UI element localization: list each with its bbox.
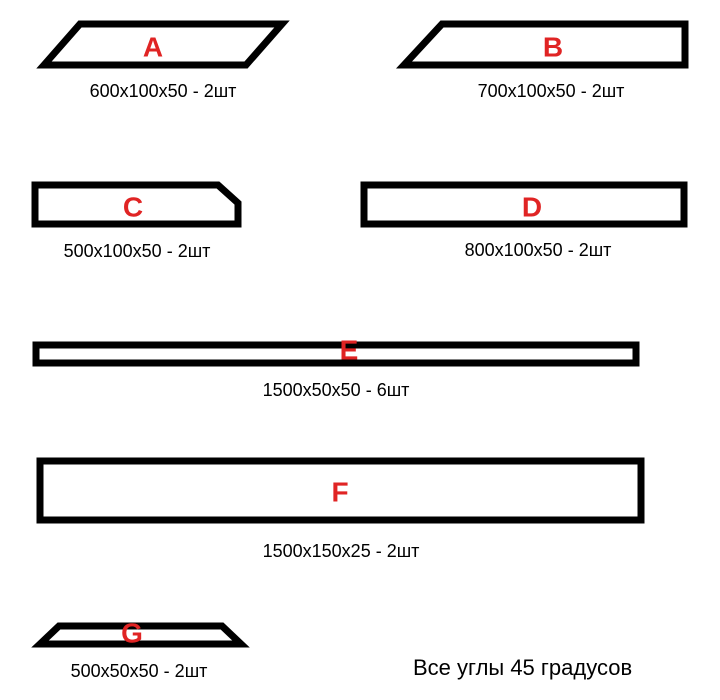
piece-d-letter: D: [522, 192, 542, 223]
piece-d-shape: [360, 181, 688, 228]
piece-f-shape: [36, 457, 645, 524]
piece-e-shape: [32, 341, 640, 367]
piece-c-letter: C: [123, 192, 143, 223]
piece-b-letter: B: [543, 32, 563, 63]
piece-f-caption: 1500x150x25 - 2шт: [262, 541, 420, 561]
piece-g-caption: 500x50x50 - 2шт: [70, 661, 208, 681]
piece-c: C: [31, 181, 242, 228]
piece-e-letter: E: [340, 335, 359, 366]
angle-note: Все углы 45 градусов: [413, 655, 633, 680]
piece-b-shape: [395, 20, 689, 69]
piece-f-letter: F: [331, 477, 348, 508]
piece-b-caption: 700x100x50 - 2шт: [477, 81, 625, 101]
piece-e: E: [32, 335, 640, 367]
piece-b: B: [395, 20, 689, 69]
piece-c-caption: 500x100x50 - 2шт: [63, 241, 211, 261]
piece-a-shape: [36, 20, 290, 69]
piece-g-letter: G: [121, 618, 143, 649]
piece-a: A: [36, 20, 290, 69]
piece-a-caption: 600x100x50 - 2шт: [89, 81, 237, 101]
piece-c-shape: [31, 181, 242, 228]
piece-f: F: [36, 457, 645, 524]
piece-e-caption: 1500x50x50 - 6шт: [262, 380, 410, 400]
piece-d-caption: 800x100x50 - 2шт: [464, 240, 612, 260]
piece-a-letter: A: [143, 32, 163, 63]
piece-g-shape: [31, 622, 250, 648]
piece-g: G: [31, 618, 250, 649]
piece-d: D: [360, 181, 688, 228]
